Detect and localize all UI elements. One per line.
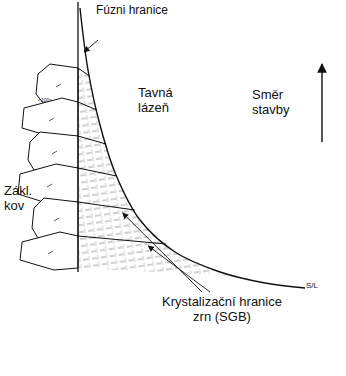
base-metal-grain (20, 232, 78, 270)
build-direction-arrow (321, 64, 322, 142)
fusion-boundary-label: Fúzni hranice (96, 4, 176, 18)
leader-arrow (84, 40, 98, 52)
base-metal-grain (28, 132, 78, 170)
orientation-tick (49, 118, 54, 121)
grains (18, 64, 236, 276)
orientation-label: <100> (38, 98, 62, 104)
grain-boundary (78, 168, 117, 176)
orientation-tick (47, 184, 52, 187)
orientation-tick (52, 151, 57, 154)
base-metal-grain (22, 98, 78, 138)
columnar-grain (78, 68, 97, 110)
orientation-tick (48, 251, 53, 254)
grain-boundary (78, 202, 135, 210)
columnar-grain (78, 202, 166, 244)
base-metal-label: Zákl. kov (4, 184, 40, 214)
weld-pool-label: Tavná lázeň (138, 86, 198, 116)
leader-arrow (123, 213, 202, 292)
orientation-tick (54, 218, 59, 221)
leader-arrow (148, 246, 210, 292)
build-direction-label: Směr stavby (252, 88, 316, 118)
grain-boundary (78, 136, 106, 144)
columnar-grain (78, 102, 106, 144)
base-metal-grain (36, 64, 78, 104)
fusion-line (77, 2, 78, 272)
interface-label: S/L (306, 281, 336, 290)
solid-liquid-interface (80, 8, 305, 288)
base-metal-grain (32, 198, 78, 238)
sgb-label: Krystalizační hranice zrn (SGB) (156, 295, 288, 325)
orientation-tick (56, 84, 61, 87)
columnar-grain (78, 168, 135, 210)
